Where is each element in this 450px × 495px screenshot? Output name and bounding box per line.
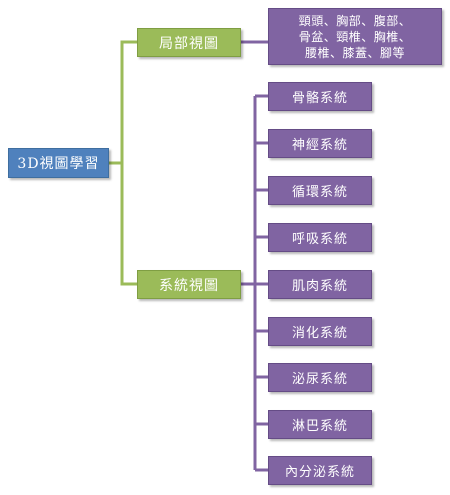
root-label: 3D視圖學習 — [17, 156, 100, 172]
system-leaf-nervous: 神經系統 — [268, 129, 372, 158]
system-leaf-respiratory-label: 呼吸系統 — [291, 232, 348, 247]
connector-root-to-local — [109, 40, 137, 165]
system-leaf-lymphatic-label: 淋巴系統 — [291, 419, 348, 434]
system-leaf-skeletal-label: 骨骼系統 — [291, 91, 348, 106]
system-leaf-endocrine: 內分泌系統 — [268, 456, 372, 485]
system-leaf-respiratory: 呼吸系統 — [268, 223, 372, 252]
system-leaf-endocrine-label: 內分泌系統 — [284, 465, 355, 480]
system-leaf-lymphatic: 淋巴系統 — [268, 410, 372, 439]
root-node: 3D視圖學習 — [8, 148, 109, 178]
system-leaf-digestive: 消化系統 — [268, 317, 372, 346]
local-view-detail: 頸頭、胸部、腹部、 骨盆、頸椎、胸椎、 腰椎、膝蓋、腳等 — [268, 8, 442, 65]
system-leaf-circulatory: 循環系統 — [268, 176, 372, 205]
system-leaf-digestive-label: 消化系統 — [291, 326, 348, 341]
local-view-detail-line-2: 骨盆、頸椎、胸椎、 — [298, 29, 412, 44]
system-leaf-nervous-label: 神經系統 — [291, 138, 348, 153]
branch-system-view-label: 系統視圖 — [159, 277, 219, 294]
system-leaf-muscular-label: 肌肉系統 — [291, 279, 348, 294]
local-view-detail-line-3: 腰椎、膝蓋、腳等 — [304, 45, 405, 60]
system-leaf-skeletal: 骨骼系統 — [268, 82, 372, 111]
system-leaf-urinary-label: 泌尿系統 — [291, 372, 348, 387]
system-leaf-urinary: 泌尿系統 — [268, 363, 372, 392]
local-view-detail-line-1: 頸頭、胸部、腹部、 — [298, 13, 412, 28]
connector-root-to-system — [120, 163, 137, 286]
system-leaf-muscular: 肌肉系統 — [268, 270, 372, 299]
branch-local-view-label: 局部視圖 — [159, 35, 219, 52]
branch-system-view: 系統視圖 — [137, 270, 241, 299]
system-leaf-circulatory-label: 循環系統 — [291, 185, 348, 200]
branch-local-view: 局部視圖 — [137, 28, 241, 57]
